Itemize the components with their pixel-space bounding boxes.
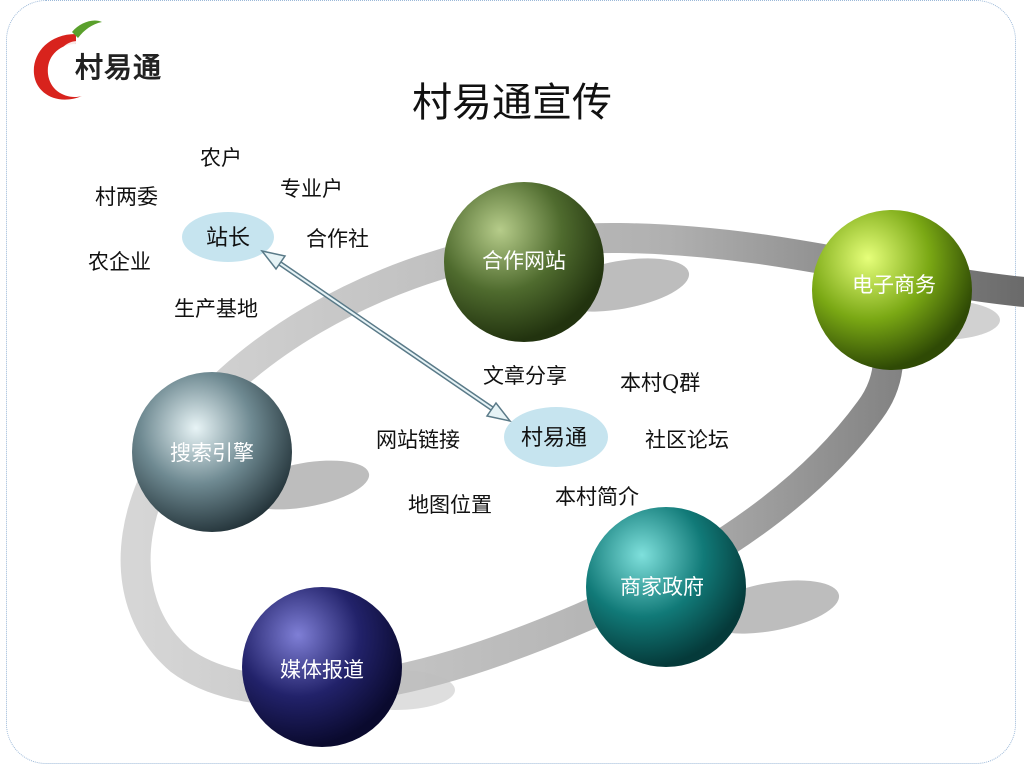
slide-frame xyxy=(6,0,1016,764)
hub-item-qq-group: 本村Q群 xyxy=(620,371,701,395)
hub-label: 村易通 xyxy=(520,426,588,451)
double-arrow xyxy=(260,249,512,423)
sphere-label-media: 媒体报道 xyxy=(280,658,364,682)
sphere-ecommerce xyxy=(812,210,972,370)
station-item-farmers: 农户 xyxy=(200,146,242,170)
hub-item-community-forum: 社区论坛 xyxy=(645,428,729,452)
sphere-search-engine xyxy=(132,372,292,532)
logo-mark-icon xyxy=(33,20,102,100)
hub-item-website-links: 网站链接 xyxy=(376,428,460,452)
hub-item-article-share: 文章分享 xyxy=(483,364,567,388)
sphere-label-merchant-gov: 商家政府 xyxy=(620,575,704,599)
hub-item-village-intro: 本村简介 xyxy=(555,485,639,509)
sphere-label-search-engine: 搜索引擎 xyxy=(170,441,254,465)
sphere-partner-sites xyxy=(444,182,604,342)
station-pill xyxy=(182,212,274,262)
sphere-label-ecommerce: 电子商务 xyxy=(852,273,936,297)
orbit-ring xyxy=(120,222,1024,706)
sphere-label-partner-sites: 合作网站 xyxy=(482,249,566,273)
station-item-specialized-households: 专业户 xyxy=(280,177,343,201)
station-item-village-committee: 村两委 xyxy=(95,185,158,209)
sphere-merchant-gov xyxy=(586,507,746,667)
station-item-production-base: 生产基地 xyxy=(174,297,258,321)
station-item-agri-enterprise: 农企业 xyxy=(88,250,151,274)
sphere-media xyxy=(242,587,402,747)
logo-text: 村易通 xyxy=(75,51,163,84)
page-title: 村易通宣传 xyxy=(412,80,612,126)
station-label: 站长 xyxy=(205,226,251,251)
station-item-cooperative: 合作社 xyxy=(306,227,369,251)
hub-pill xyxy=(504,407,608,467)
hub-item-map-location: 地图位置 xyxy=(408,493,492,517)
